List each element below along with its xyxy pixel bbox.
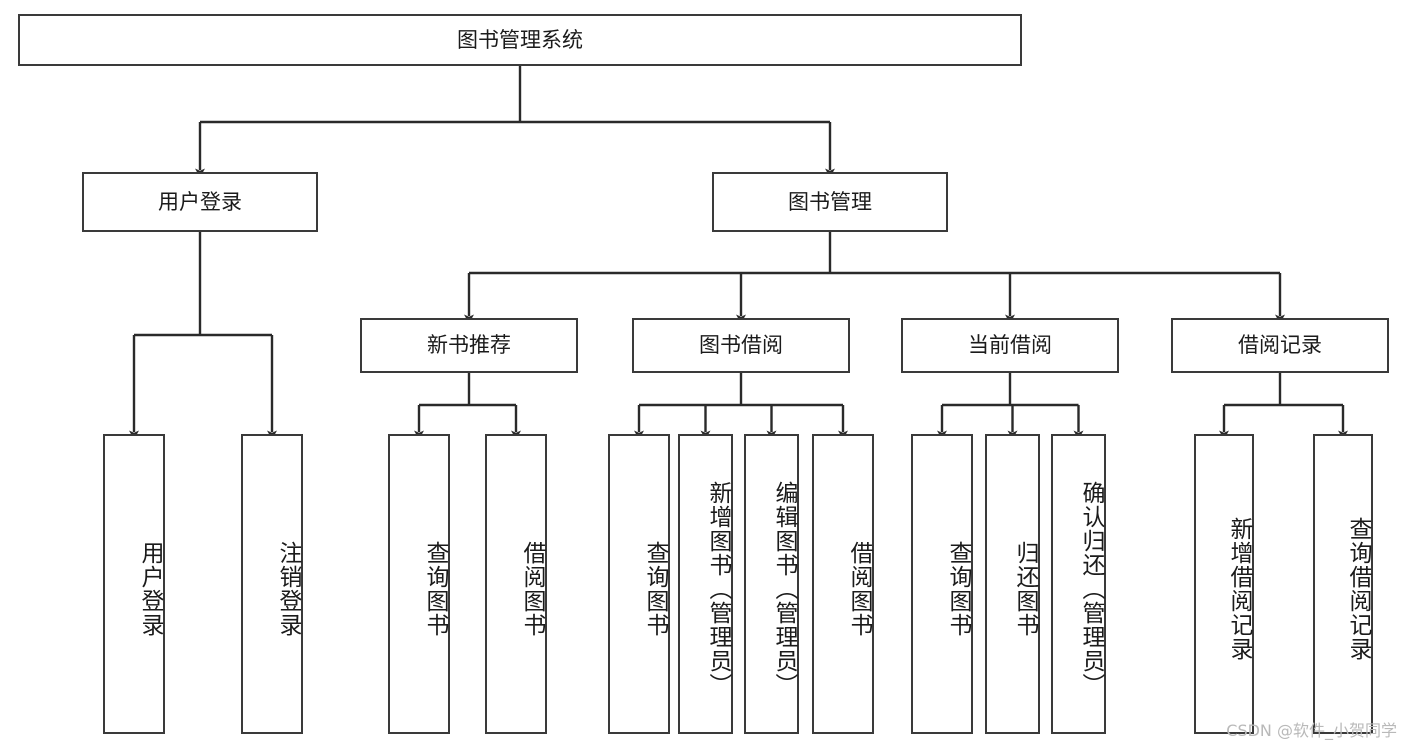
node-leaf-cb-return[interactable]: 归还图书	[985, 434, 1040, 734]
node-label: 查询图书	[642, 541, 668, 637]
node-label: 注销登录	[275, 541, 301, 637]
node-label: 图书管理	[788, 189, 872, 214]
node-label: 查询图书	[945, 541, 971, 637]
node-book-borrow[interactable]: 图书借阅	[632, 318, 850, 373]
node-label: 用户登录	[137, 541, 163, 637]
node-leaf-bb-borrow[interactable]: 借阅图书	[812, 434, 874, 734]
node-leaf-bb-edit[interactable]: 编辑图书（管理员）	[744, 434, 799, 734]
node-label: 图书借阅	[699, 333, 783, 358]
node-book-manage[interactable]: 图书管理	[712, 172, 948, 232]
node-leaf-bb-query[interactable]: 查询图书	[608, 434, 670, 734]
node-label: 查询借阅记录	[1345, 517, 1371, 661]
node-label: 借阅图书	[846, 541, 872, 637]
node-label: 编辑图书（管理员）	[771, 481, 797, 697]
node-label: 图书管理系统	[457, 27, 583, 52]
node-leaf-br-add[interactable]: 新增借阅记录	[1194, 434, 1254, 734]
node-current-borrow[interactable]: 当前借阅	[901, 318, 1119, 373]
node-leaf-cb-query[interactable]: 查询图书	[911, 434, 973, 734]
node-leaf-nb-borrow[interactable]: 借阅图书	[485, 434, 547, 734]
node-label: 新增图书（管理员）	[705, 481, 731, 697]
node-label: 新增借阅记录	[1226, 517, 1252, 661]
node-root[interactable]: 图书管理系统	[18, 14, 1022, 66]
node-label: 用户登录	[158, 189, 242, 214]
node-label: 确认归还（管理员）	[1078, 481, 1104, 697]
node-label: 新书推荐	[427, 333, 511, 358]
node-label: 查询图书	[422, 541, 448, 637]
node-label: 当前借阅	[968, 333, 1052, 358]
node-label: 归还图书	[1012, 541, 1038, 637]
node-leaf-user-login[interactable]: 用户登录	[103, 434, 165, 734]
csdn-watermark: CSDN @软件_小贺同学	[1226, 721, 1397, 740]
node-label: 借阅图书	[519, 541, 545, 637]
node-new-book-rec[interactable]: 新书推荐	[360, 318, 578, 373]
node-leaf-cb-confirm[interactable]: 确认归还（管理员）	[1051, 434, 1106, 734]
node-user-login[interactable]: 用户登录	[82, 172, 318, 232]
node-leaf-user-logout[interactable]: 注销登录	[241, 434, 303, 734]
node-leaf-bb-add[interactable]: 新增图书（管理员）	[678, 434, 733, 734]
node-leaf-br-query[interactable]: 查询借阅记录	[1313, 434, 1373, 734]
node-borrow-record[interactable]: 借阅记录	[1171, 318, 1389, 373]
node-leaf-nb-query[interactable]: 查询图书	[388, 434, 450, 734]
node-label: 借阅记录	[1238, 333, 1322, 358]
